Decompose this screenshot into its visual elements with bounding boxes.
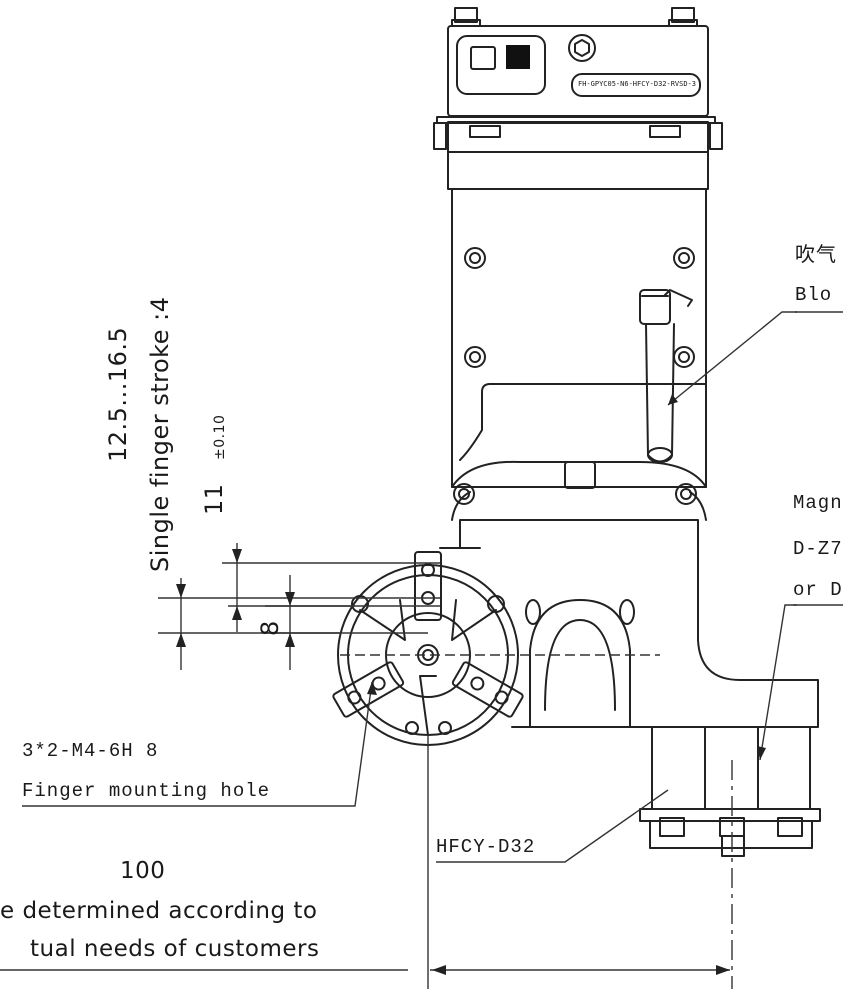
- magnet-label-3: or D: [793, 579, 843, 601]
- mount-spec-label: 3*2-M4-6H 8: [22, 740, 159, 762]
- blow-label-en: Blo: [795, 284, 833, 306]
- body-screws: [464, 247, 695, 368]
- top-screws: [451, 7, 698, 27]
- model-plate: [571, 73, 701, 97]
- width-value: 100: [120, 858, 166, 884]
- gripper-body: [451, 188, 707, 488]
- model-plate-text: FH-GPYC05-N6-HFCY-D32-RVSD-3: [578, 80, 697, 88]
- width-note-2: tual needs of customers: [30, 936, 320, 962]
- blow-label-cn: 吹气: [795, 245, 837, 268]
- label-plate: [456, 35, 546, 95]
- hex-bolt-icon: [568, 34, 596, 62]
- dim-11-label: 11: [200, 483, 228, 515]
- cylinder-model-label: HFCY-D32: [436, 836, 536, 858]
- magnet-label-1: Magn: [793, 492, 843, 514]
- lower-housing: [439, 519, 819, 728]
- mount-desc-label: Finger mounting hole: [22, 780, 271, 802]
- plate-qr: [506, 45, 530, 69]
- magnet-label-2: D-Z7: [793, 538, 843, 560]
- chuck: [332, 551, 524, 746]
- top-cap: [447, 25, 709, 117]
- stroke-range-label: 12.5...16.5: [104, 326, 132, 462]
- width-note-1: e determined according to: [0, 898, 318, 924]
- dim-11-tol-label: ±0.10: [212, 414, 228, 460]
- cylinder: [651, 726, 811, 810]
- brand-logo-icon: [470, 46, 496, 70]
- dim-8-label: 8: [256, 620, 284, 636]
- stroke-single-label: Single finger stroke :4: [146, 296, 174, 572]
